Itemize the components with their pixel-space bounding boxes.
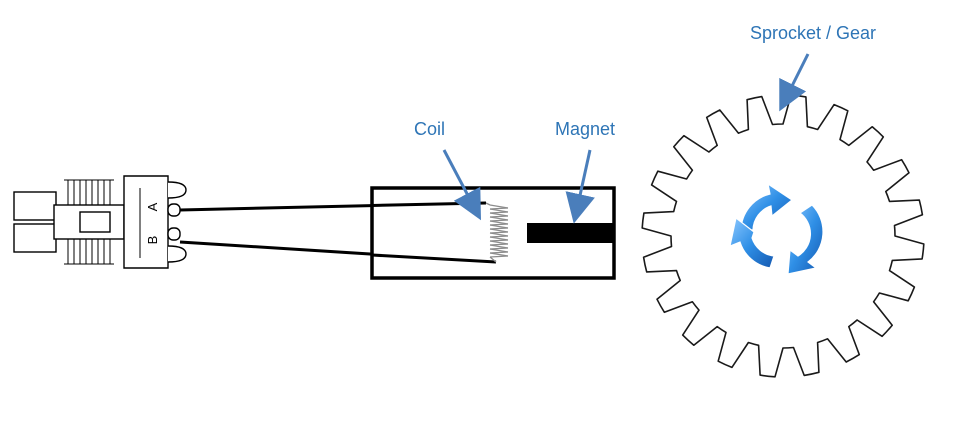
connector-ribs-top [64, 179, 114, 205]
connector-latch [53, 204, 125, 240]
connector-latch-window [79, 211, 111, 233]
sprocket-gear [641, 94, 925, 378]
rotate-arrows-icon [729, 182, 824, 275]
magnet-bar [527, 223, 614, 243]
connector-pin-a [167, 203, 181, 217]
pin-b-label: B [145, 236, 160, 245]
connector-ribs-bottom [64, 239, 114, 265]
connector-tab-bottom [167, 245, 187, 263]
connector-pin-b [167, 227, 181, 241]
connector-tab-top [167, 181, 187, 199]
connector-body-upper [13, 191, 57, 221]
connector-body-lower [13, 223, 57, 253]
gear-arrow [779, 53, 810, 112]
callout-arrows [442, 53, 810, 224]
magnet-arrow [565, 149, 595, 224]
coil-arrow [442, 149, 481, 221]
pin-a-label: A [145, 202, 160, 211]
gear-label: Sprocket / Gear [750, 23, 877, 43]
coil-label: Coil [414, 119, 446, 139]
connector-housing [123, 175, 169, 269]
connector-plug [13, 175, 187, 269]
magnet-label: Magnet [555, 119, 616, 139]
coil [485, 202, 509, 263]
